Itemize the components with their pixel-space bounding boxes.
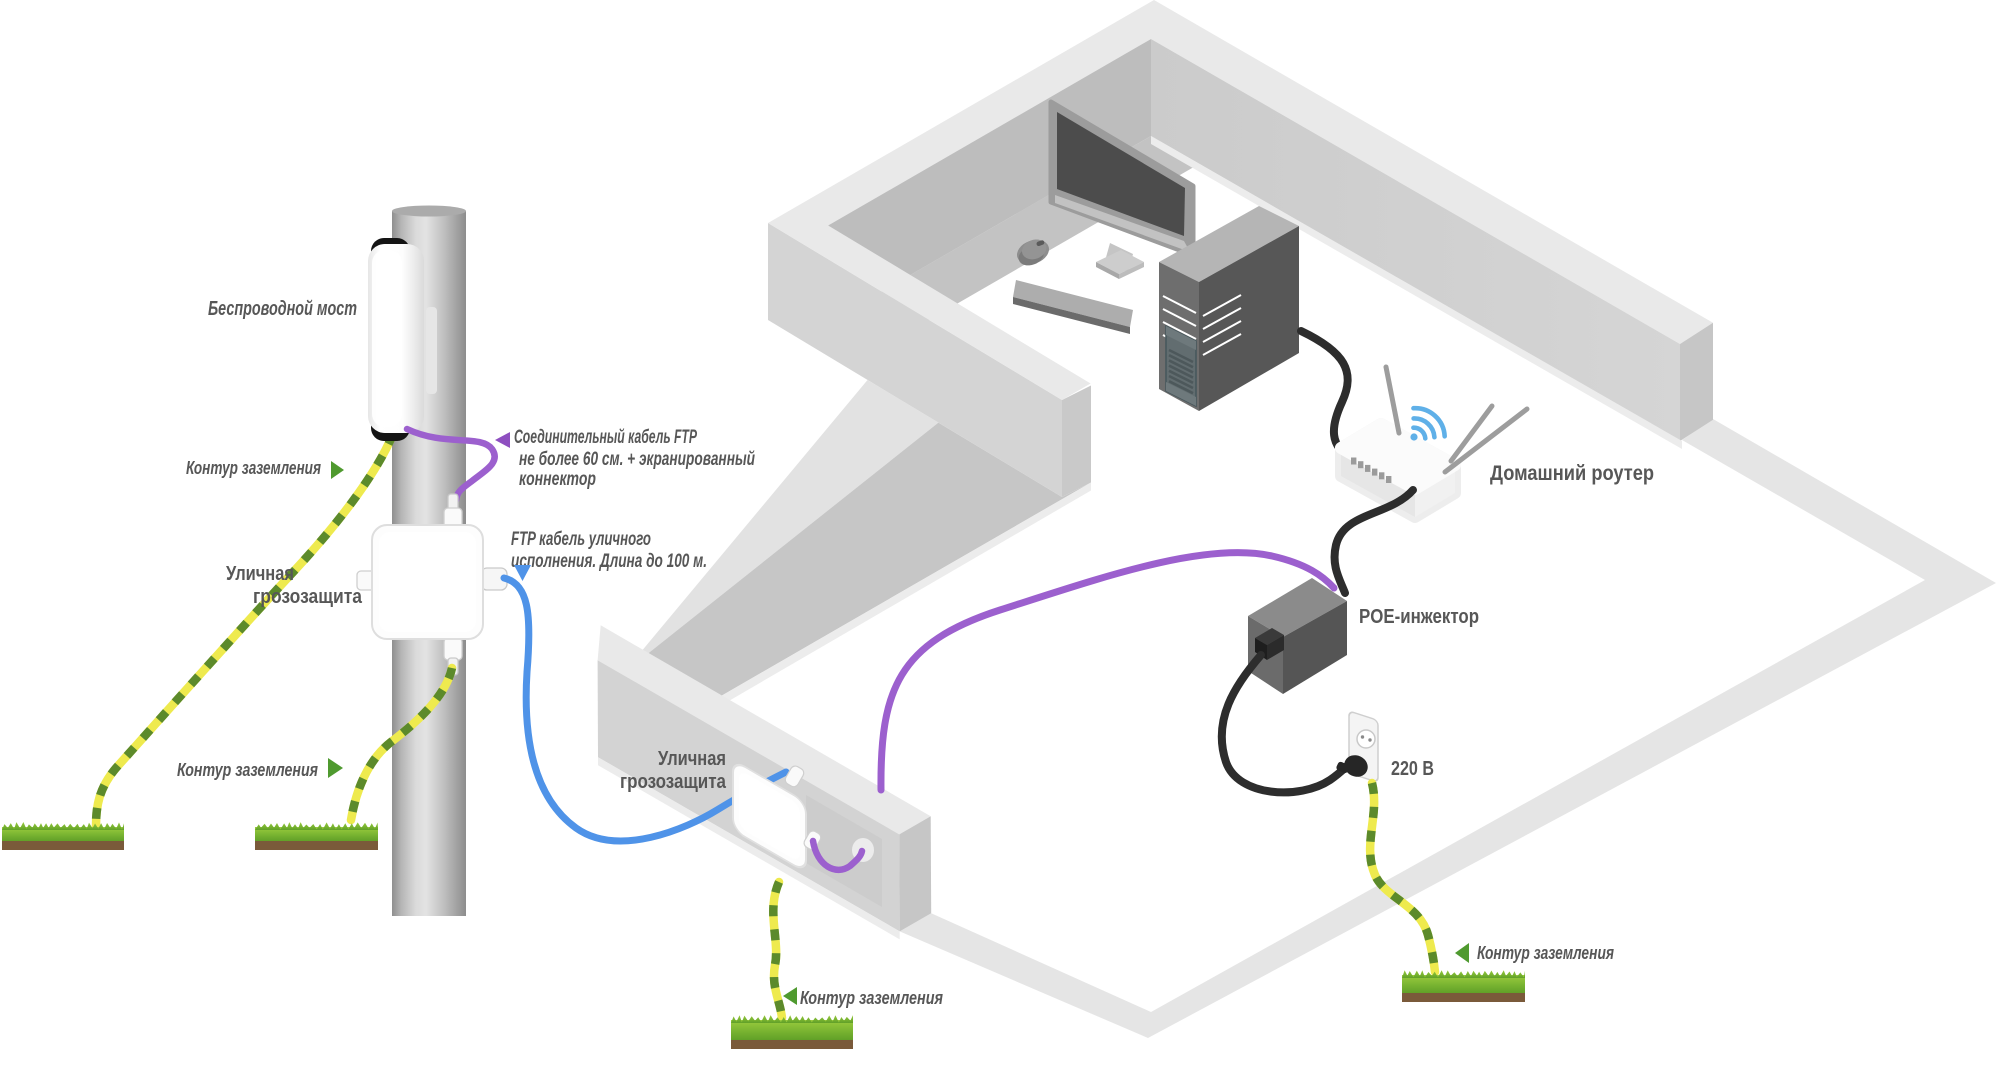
svg-text:не более 60 см. + экранированн: не более 60 см. + экранированный xyxy=(519,449,755,470)
svg-text:Беспроводной мост: Беспроводной мост xyxy=(208,298,357,320)
svg-text:грозозащита: грозозащита xyxy=(620,771,727,793)
svg-text:Контур заземления: Контур заземления xyxy=(177,760,318,780)
svg-text:Контур заземления: Контур заземления xyxy=(1477,943,1614,963)
svg-text:Соединительный кабель FTP: Соединительный кабель FTP xyxy=(514,427,697,448)
svg-text:Контур заземления: Контур заземления xyxy=(186,458,321,478)
svg-text:Контур заземления: Контур заземления xyxy=(800,988,943,1008)
svg-text:исполнения. Длина до 100 м.: исполнения. Длина до 100 м. xyxy=(511,551,707,572)
svg-text:коннектор: коннектор xyxy=(519,469,596,490)
svg-text:Домашний роутер: Домашний роутер xyxy=(1490,462,1654,485)
svg-text:220 В: 220 В xyxy=(1391,758,1434,780)
svg-text:грозозащита: грозозащита xyxy=(253,586,363,608)
svg-text:Уличная: Уличная xyxy=(658,748,726,770)
svg-text:FTP кабель уличного: FTP кабель уличного xyxy=(511,529,651,550)
svg-text:POE-инжектор: POE-инжектор xyxy=(1359,606,1479,628)
svg-text:Уличная: Уличная xyxy=(226,563,294,585)
